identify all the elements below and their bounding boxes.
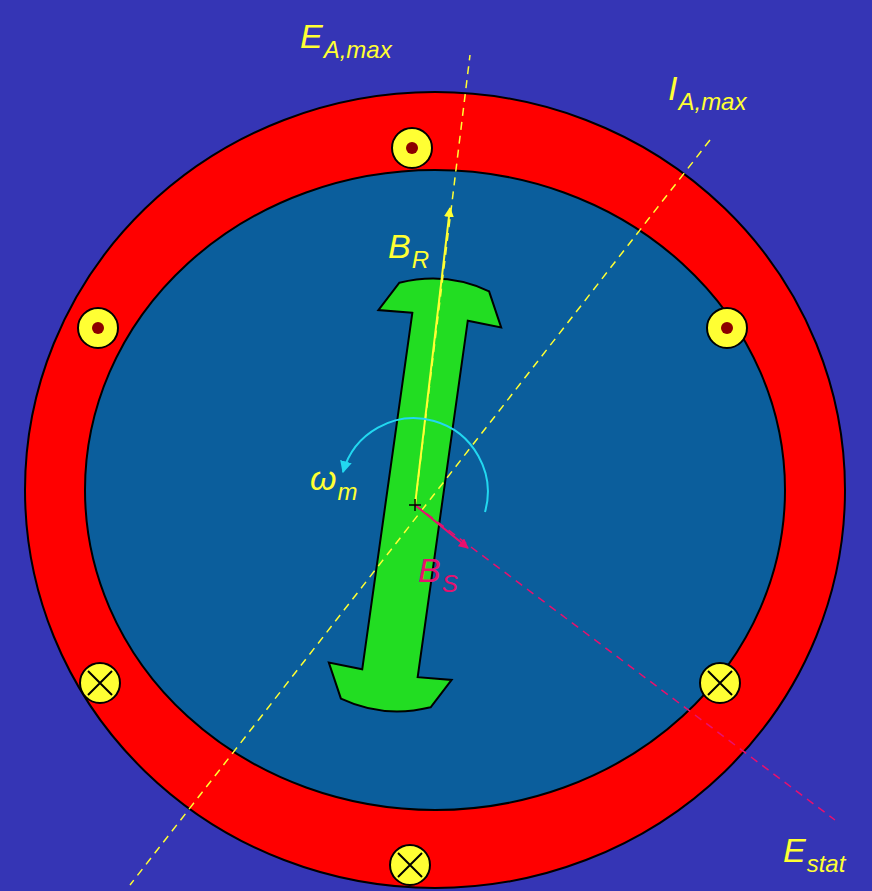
- rotor: [323, 270, 507, 719]
- ea-max-axis: [415, 55, 470, 505]
- stator-ring: [25, 92, 845, 888]
- bs-vector: [415, 505, 468, 548]
- vector-label: B: [418, 553, 441, 587]
- axis-subscript: stat: [807, 852, 846, 876]
- speed-subscript: m: [337, 480, 357, 504]
- axis-label: I: [668, 71, 677, 105]
- estat-axis: [415, 505, 835, 820]
- center-mark: [409, 499, 421, 511]
- axis-subscript: A,max: [678, 90, 746, 114]
- rotation-arrow: [343, 418, 488, 512]
- speed-label: ω: [310, 461, 336, 495]
- conductors: [78, 128, 747, 885]
- axis-label: E: [783, 833, 806, 867]
- ia-max-axis: [130, 140, 710, 885]
- air-gap: [85, 170, 785, 810]
- vector-subscript: S: [442, 572, 458, 596]
- axis-subscript: A,max: [324, 38, 392, 62]
- axis-label: E: [300, 19, 323, 53]
- vector-label: B: [388, 229, 411, 263]
- vector-subscript: R: [412, 248, 429, 272]
